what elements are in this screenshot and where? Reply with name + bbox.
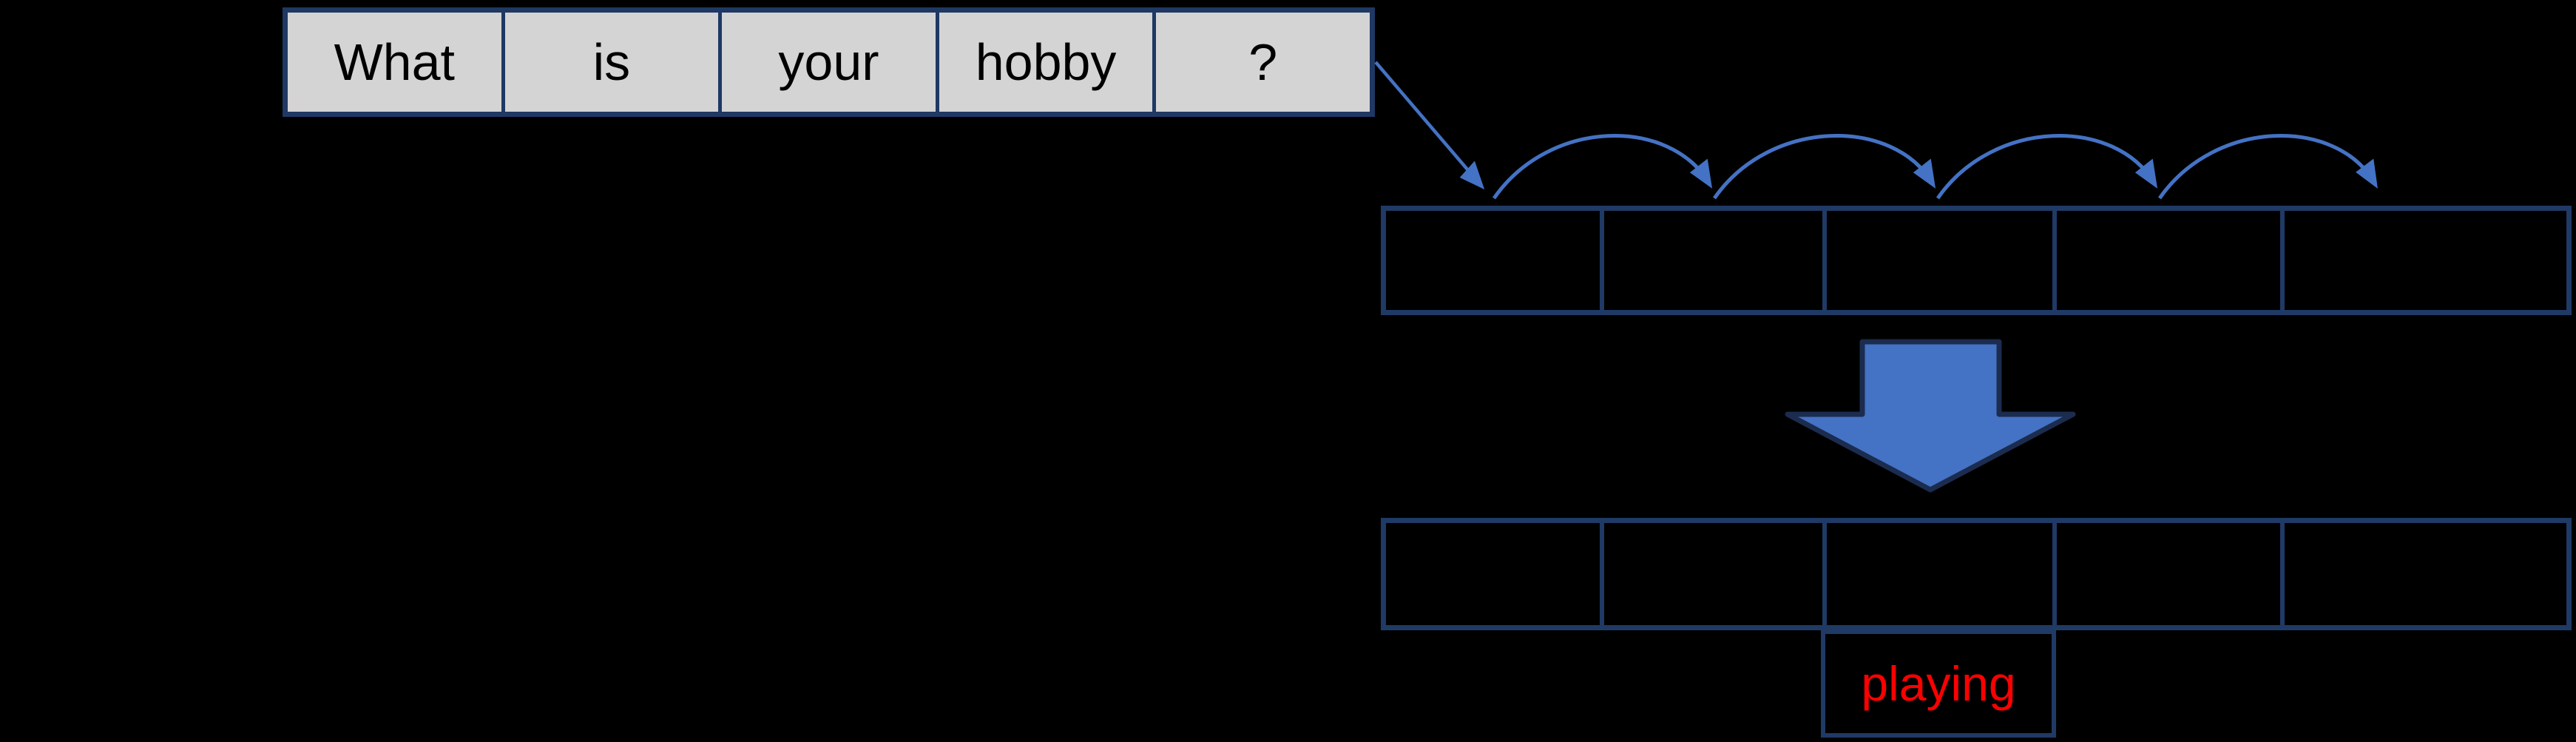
word-cell-3: your	[722, 13, 939, 112]
output-cell-1	[1386, 523, 1605, 625]
hidden-state-row	[1381, 206, 2572, 315]
output-cell-5	[2285, 523, 2566, 625]
predicted-word-box: playing	[1821, 630, 2056, 738]
hidden-state-cell-5	[2285, 211, 2566, 310]
output-row	[1381, 518, 2572, 630]
word-cell-5: ?	[1156, 13, 1370, 112]
hidden-state-cell-2	[1604, 211, 1827, 310]
word-label-1: What	[334, 33, 455, 91]
recurrence-arc-icon-3	[1936, 134, 2158, 200]
word-cell-1: What	[288, 13, 505, 112]
word-label-4: hobby	[975, 33, 1117, 91]
recurrence-arc-icon-1	[1492, 134, 1713, 200]
recurrence-arc-icon-4	[2157, 134, 2378, 200]
word-cell-2: is	[505, 13, 723, 112]
hidden-state-cell-4	[2057, 211, 2285, 310]
word-label-3: your	[778, 33, 879, 91]
word-cell-4: hobby	[939, 13, 1157, 112]
output-cell-4	[2057, 523, 2285, 625]
flow-arrow-icon	[1374, 61, 1485, 190]
block-down-arrow-icon	[1785, 339, 2076, 493]
hidden-state-cell-1	[1386, 211, 1605, 310]
output-cell-3	[1827, 523, 2057, 625]
input-sentence-table: What is your hobby ?	[283, 7, 1375, 117]
hidden-state-cell-3	[1827, 211, 2057, 310]
predicted-word-label: playing	[1861, 656, 2016, 711]
output-cell-2	[1604, 523, 1827, 625]
word-label-2: is	[592, 33, 631, 91]
word-label-5: ?	[1248, 33, 1278, 91]
recurrence-arc-icon-2	[1712, 134, 1936, 200]
